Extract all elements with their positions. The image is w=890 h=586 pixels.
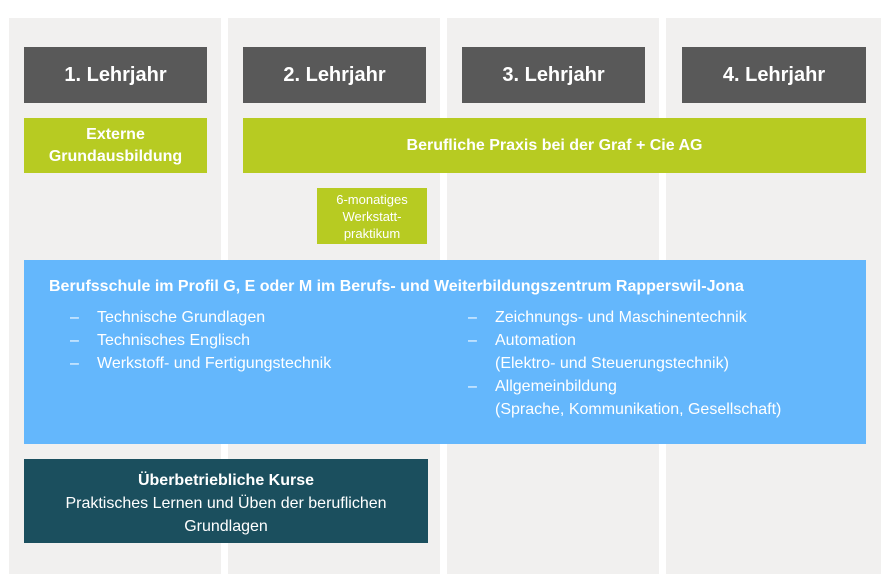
list-item-label: Werkstoff- und Fertigungstechnik (97, 355, 332, 372)
berufsschule-box: Berufsschule im Profil G, E oder M im Be… (24, 260, 866, 444)
list-item-label: Allgemeinbildung (495, 378, 617, 395)
werkstatt-line-1: 6-monatiges (336, 191, 408, 207)
list-item: – Werkstoff- und Fertigungstechnik (70, 352, 331, 375)
dash-bullet: – (468, 309, 477, 326)
kurse-text: Praktisches Lernen und Üben der beruflic… (65, 495, 387, 535)
list-item: – Zeichnungs- und Maschinentechnik (468, 306, 781, 329)
list-item: – Technische Grundlagen (70, 306, 331, 329)
list-item: – Automation (Elektro- und Steuerungstechn… (468, 329, 781, 375)
ueberbetriebliche-kurse-box: Überbetriebliche Kurse Praktisches Lerne… (24, 459, 428, 543)
externe-grundausbildung-label: Externe Grundausbildung (48, 125, 183, 165)
berufliche-praxis-label: Berufliche Praxis bei der Graf + Cie AG (406, 136, 703, 154)
berufsschule-title: Berufsschule im Profil G, E oder M im Be… (49, 278, 744, 295)
year-header-1: 1. Lehrjahr (24, 47, 207, 103)
werkstattpraktikum-box: 6-monatiges Werkstatt- praktikum (317, 188, 427, 244)
kurse-title: Überbetriebliche Kurse (137, 472, 315, 489)
externe-grundausbildung-box: Externe Grundausbildung (24, 118, 207, 173)
dash-bullet: – (468, 378, 477, 395)
list-item-label: Technische Grundlagen (97, 309, 266, 326)
list-item: – Technisches Englisch (70, 329, 331, 352)
dash-bullet: – (70, 309, 79, 326)
list-item-label: Technisches Englisch (97, 332, 250, 349)
berufliche-praxis-box: Berufliche Praxis bei der Graf + Cie AG (243, 118, 866, 173)
list-item: – Allgemeinbildung (Sprache, Kommunikation… (468, 375, 781, 421)
dash-bullet: – (468, 332, 477, 349)
list-item-sub: (Elektro- und Steuerungstechnik) (495, 355, 729, 372)
year-header-2: 2. Lehrjahr (243, 47, 426, 103)
list-item-label: Zeichnungs- und Maschinentechnik (495, 309, 747, 326)
dash-bullet: – (70, 332, 79, 349)
berufsschule-left-list: – Technische Grundlagen – Technisches Engl… (70, 306, 331, 375)
list-item-label: Automation (495, 332, 576, 349)
year-header-3: 3. Lehrjahr (462, 47, 645, 103)
list-item-sub: (Sprache, Kommunikation, Gesellschaft) (495, 401, 782, 418)
year-header-4: 4. Lehrjahr (682, 47, 866, 103)
werkstatt-line-3: praktikum (343, 225, 401, 241)
berufsschule-right-list: – Zeichnungs- und Maschinentechnik – Autom… (468, 306, 781, 421)
dash-bullet: – (70, 355, 79, 372)
werkstatt-line-2: Werkstatt- (342, 208, 402, 224)
